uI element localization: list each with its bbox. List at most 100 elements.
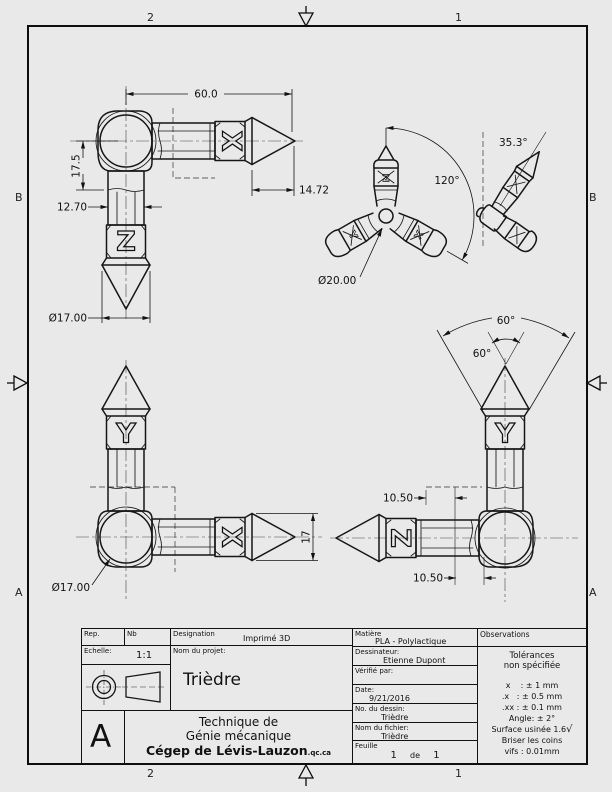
- axis-letter-z: Z: [116, 227, 136, 258]
- project-label: Nom du projet:: [173, 647, 226, 655]
- echelle-label: Echelle:: [84, 647, 112, 655]
- axial-letter-top: Z: [382, 172, 389, 183]
- dim-offset: 17.5: [71, 140, 118, 191]
- view-bottom: Y X 17 Ø17.00: [52, 360, 322, 602]
- project-value: Trièdre: [183, 670, 241, 690]
- centering-mark-left: [7, 374, 29, 392]
- tol-title2: non spécifiée: [503, 661, 561, 671]
- designation-value: Imprimé 3D: [243, 634, 291, 643]
- fichier-value: Trièdre: [381, 732, 409, 741]
- axial-letter-right: X: [413, 229, 427, 241]
- date-label: Date:: [355, 686, 375, 694]
- cell-dessinateur: Dessinateur: Etienne Dupont: [352, 646, 478, 666]
- cell-project: Nom du projet: Trièdre: [170, 645, 353, 711]
- feuille-total: 1: [433, 750, 440, 761]
- zone-label-top-left: 2: [147, 11, 154, 24]
- cell-dessin-no: No. du dessin: Trièdre: [352, 703, 478, 723]
- centering-mark-right: [585, 374, 607, 392]
- centering-mark-bottom: [297, 763, 315, 786]
- dept-line3: Cégep de Lévis-Lauzon: [145, 743, 308, 758]
- matiere-label: Matière: [355, 630, 382, 638]
- tol-dxx: .xx : ± 0.1 mm: [502, 703, 562, 712]
- dim-angle-outer: 60°: [436, 315, 576, 411]
- zone-label-left-upper: B: [15, 191, 23, 204]
- axial-letter-left: Y: [345, 229, 359, 242]
- dessin-no-value: Trièdre: [381, 713, 409, 722]
- dim-cone-height: 17: [256, 513, 318, 561]
- svg-text:60°: 60°: [473, 348, 492, 360]
- tol-dx: .x : ± 0.5 mm: [501, 692, 563, 701]
- svg-text:10.50: 10.50: [383, 493, 413, 505]
- dept-suffix: .qc.ca: [307, 749, 332, 757]
- dim-hub-diameter: Ø17.00: [52, 558, 111, 594]
- cell-matiere: Matière PLA - Polylactique: [352, 628, 478, 647]
- dim-cone-length: 14.72: [251, 146, 329, 197]
- feuille-label: Feuille: [355, 742, 378, 750]
- svg-text:10.50: 10.50: [413, 573, 443, 585]
- axis-letter-y: Y: [115, 419, 136, 450]
- svg-text:60.0: 60.0: [194, 89, 217, 101]
- nb-label: Nb: [127, 630, 137, 638]
- sheet-frame: [7, 6, 607, 786]
- svg-text:60°: 60°: [497, 315, 516, 327]
- tol-surface-mark: √: [566, 724, 573, 735]
- tol-title1: Tolérances: [509, 651, 555, 661]
- svg-text:Ø20.00: Ø20.00: [318, 275, 356, 287]
- cell-rep: Rep.: [81, 628, 125, 646]
- zone-label-left-lower: A: [15, 586, 23, 599]
- tol-corners1: Briser les coins: [501, 736, 563, 745]
- tol-corners2: vifs : 0.01mm: [504, 747, 560, 756]
- svg-text:12.70: 12.70: [57, 202, 87, 214]
- svg-text:17.5: 17.5: [71, 154, 83, 177]
- feuille-de: de: [410, 751, 420, 760]
- axis-letter-x: X: [216, 527, 247, 548]
- dim-hub-diameter: Ø20.00: [318, 228, 383, 287]
- svg-text:Ø17.00: Ø17.00: [49, 313, 87, 325]
- view-corner: Y Z 60° 60° 10.50: [330, 315, 578, 602]
- cell-projection-symbol: [81, 664, 171, 711]
- projection-symbol-icon: [86, 670, 165, 705]
- dim-offset-lower: 10.50: [413, 573, 496, 585]
- axis-letter-z: Z: [385, 528, 416, 548]
- zone-label-bottom-left: 2: [147, 767, 154, 780]
- view-front: X Z 60.0 17.5 12.70: [49, 86, 329, 325]
- cell-department: Technique de Génie mécanique Cégep de Lé…: [124, 710, 353, 764]
- dim-width: 60.0: [125, 89, 293, 132]
- svg-text:17: 17: [301, 530, 313, 543]
- cell-date: Date: 9/21/2016: [352, 684, 478, 704]
- date-value: 9/21/2016: [369, 694, 411, 703]
- zone-label-right-lower: A: [589, 586, 597, 599]
- dessinateur-value: Etienne Dupont: [383, 656, 446, 665]
- rep-label: Rep.: [84, 630, 100, 638]
- dim-offset-upper: 10.50: [383, 493, 467, 505]
- dim-arm-width: 12.70: [57, 202, 162, 214]
- zone-label-right-upper: B: [589, 191, 597, 204]
- tol-angle: Angle: ± 2°: [508, 714, 556, 723]
- cell-echelle: Echelle: 1:1: [81, 645, 171, 665]
- dim-arm-angle: 120°: [385, 125, 475, 264]
- axis-letter-x: X: [216, 131, 247, 152]
- cell-fichier: Nom du fichier: Trièdre: [352, 722, 478, 741]
- zone-label-top-right: 1: [455, 11, 462, 24]
- cell-verifie: Vérifié par:: [352, 665, 478, 685]
- tol-x: x : ± 1 mm: [505, 681, 559, 690]
- cell-nb: Nb: [124, 628, 171, 646]
- matiere-value: PLA - Polylactique: [375, 637, 447, 646]
- title-block: Rep. Nb Designation Imprimé 3D Matière P…: [81, 628, 587, 764]
- dessin-no-label: No. du dessin:: [355, 705, 405, 713]
- dim-angle-cone: 60°: [473, 331, 525, 365]
- dessinateur-label: Dessinateur:: [355, 648, 400, 656]
- cell-zone-letter: A: [81, 710, 125, 764]
- zone-label-bottom-right: 1: [455, 767, 462, 780]
- dim-cone-diameter: Ø17.00: [49, 271, 151, 325]
- svg-text:120°: 120°: [434, 175, 459, 187]
- axis-letter-y: Y: [494, 419, 515, 450]
- dept-line2: Génie mécanique: [185, 729, 292, 743]
- svg-text:14.72: 14.72: [299, 185, 329, 197]
- cell-designation: Designation Imprimé 3D: [170, 628, 353, 646]
- cell-feuille: Feuille 1 de 1: [352, 740, 478, 764]
- svg-text:Ø17.00: Ø17.00: [52, 582, 90, 594]
- tol-surface: Surface usinée 1.6: [491, 725, 567, 734]
